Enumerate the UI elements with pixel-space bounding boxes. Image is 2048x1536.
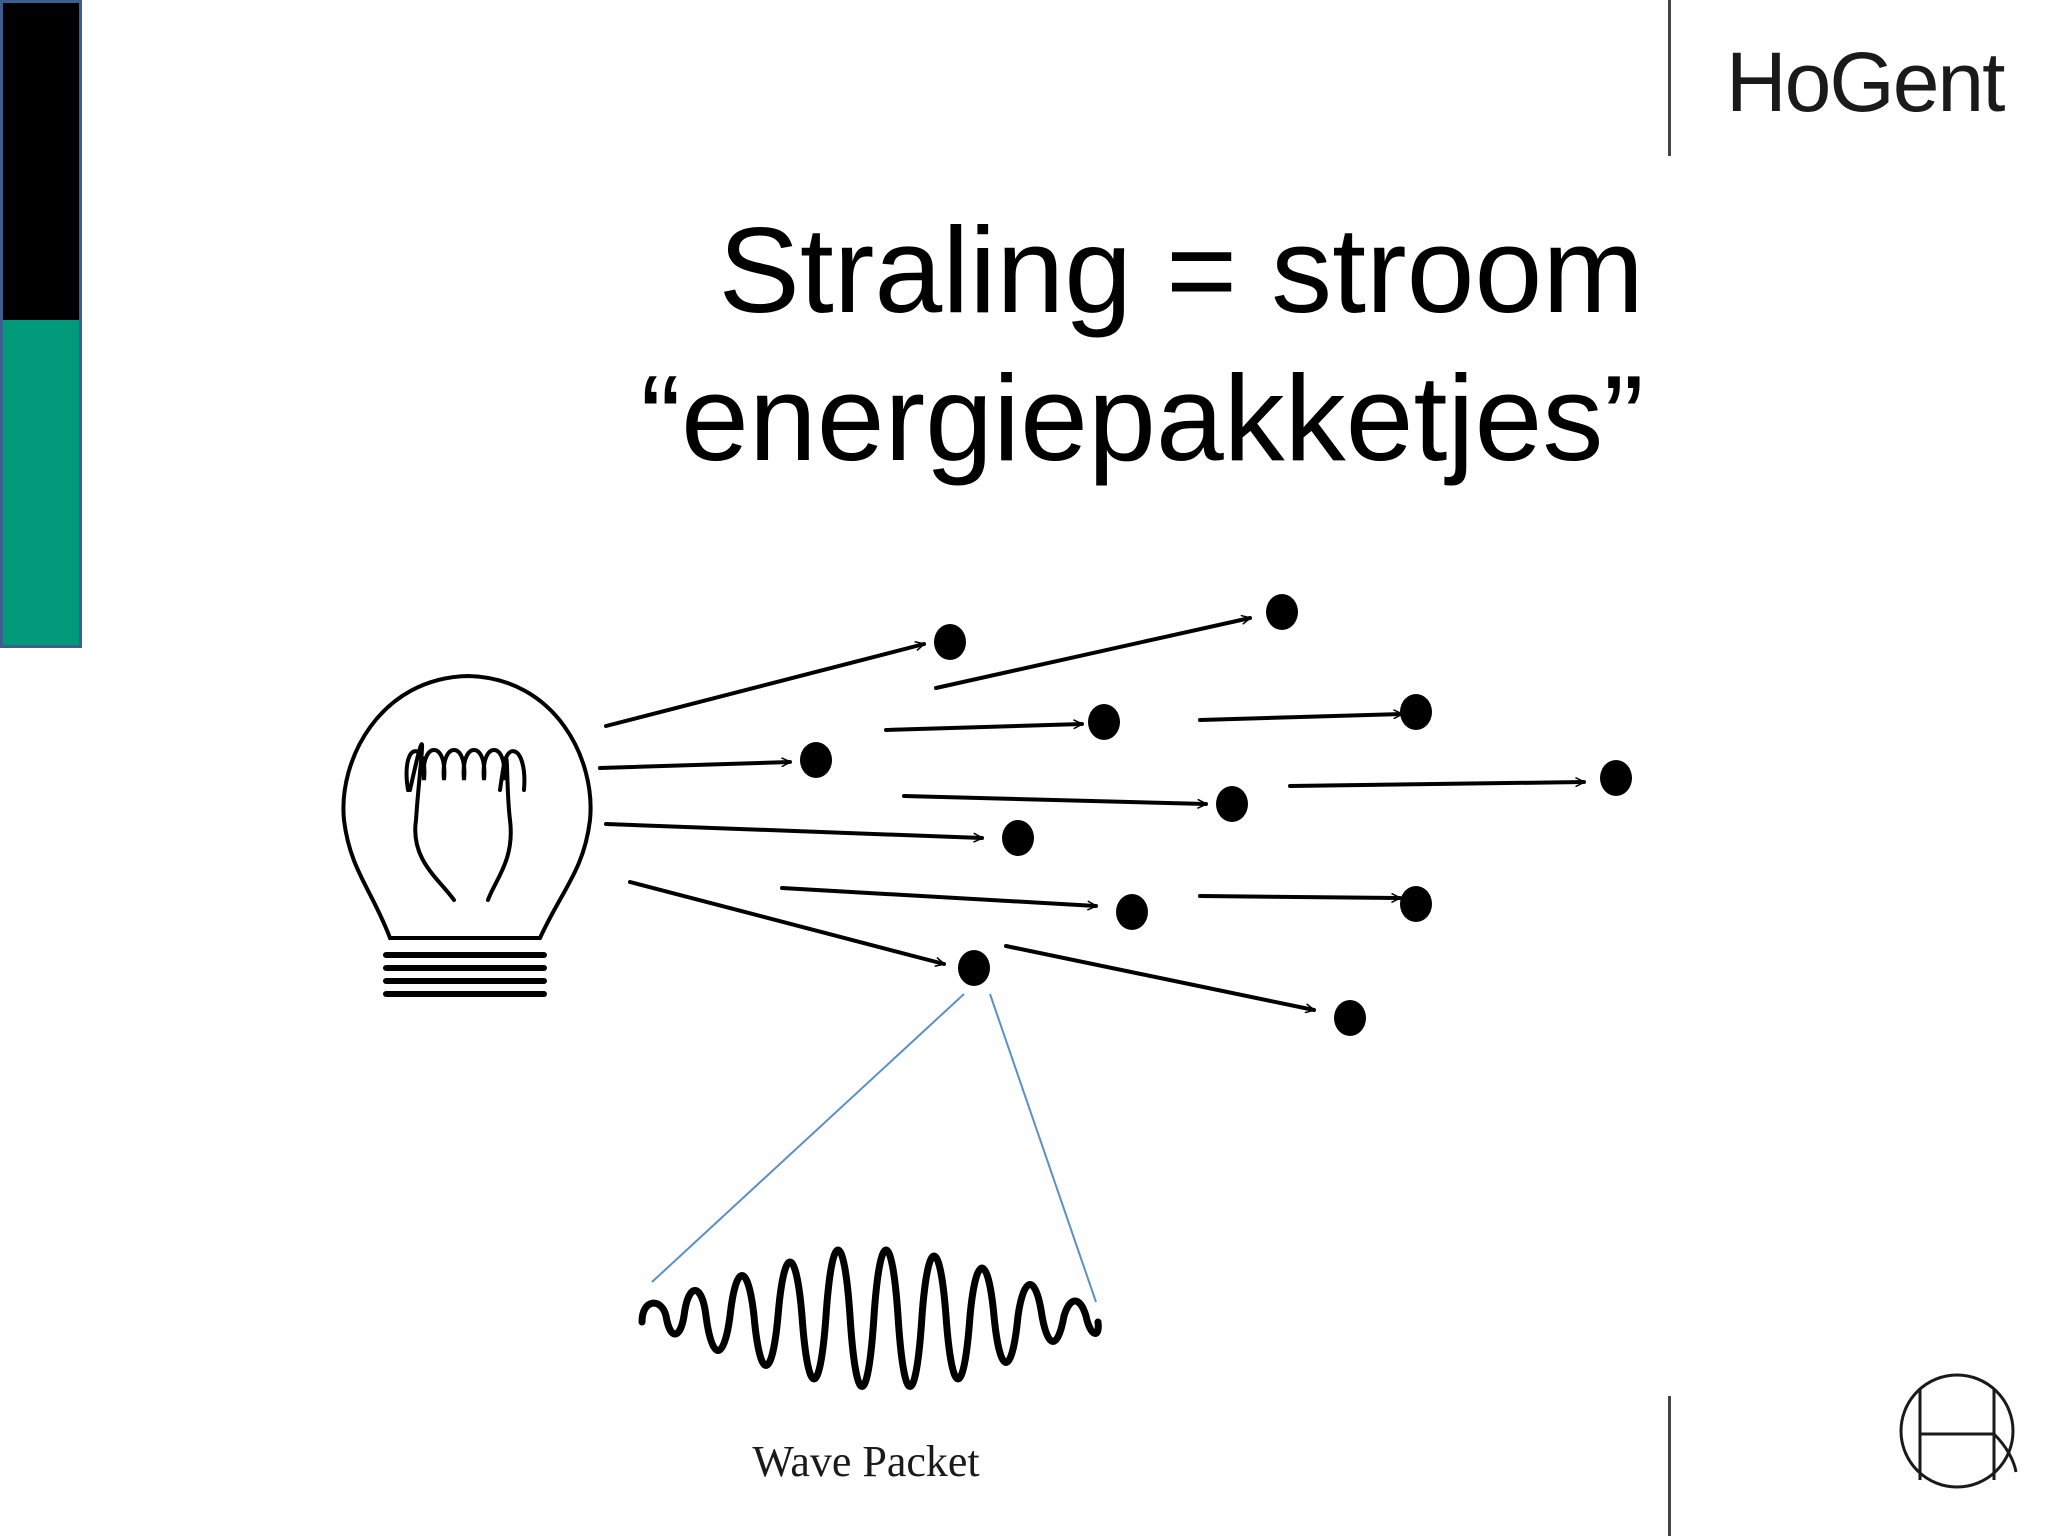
arrow-right-icon (902, 794, 1208, 804)
hogent-monogram-icon (1899, 1373, 2018, 1489)
photon-dot-icon (800, 742, 832, 778)
photon-dot-icon (1088, 704, 1120, 740)
arrow-right-icon (780, 886, 1098, 906)
wave-packet-icon (638, 1246, 1102, 1390)
arrow-right-icon (1288, 782, 1586, 788)
photon-arrows (598, 618, 1586, 1010)
arrow-right-icon (934, 618, 1250, 690)
photon-dot-icon (1400, 694, 1432, 730)
hogent-logo: HoGent (1726, 35, 2005, 129)
arrow-right-icon (598, 762, 792, 770)
arrow-right-icon (1198, 714, 1404, 722)
sidebar-color-block-bottom (0, 320, 82, 648)
photon-dot-icon (1116, 894, 1148, 930)
photon-dot-icon (1334, 1000, 1366, 1036)
photon-dot-icon (1600, 760, 1632, 796)
photon-dot-icon (1216, 786, 1248, 822)
divider-line-bottom (1668, 1396, 1671, 1536)
slide-title-line-1: Straling = stroom (718, 202, 1644, 338)
photon-dot-icon (958, 950, 990, 986)
arrow-right-icon (604, 822, 984, 838)
arrow-right-icon (884, 724, 1084, 732)
arrow-right-icon (604, 644, 924, 728)
light-bulb-icon (341, 673, 593, 997)
arrow-right-icon (1004, 944, 1316, 1010)
slide-title: Straling = stroom “energiepakketjes” (640, 196, 1644, 492)
photon-dot-icon (1002, 820, 1034, 856)
arrow-right-icon (1198, 896, 1402, 898)
wave-packet-callout (651, 993, 1097, 1303)
sidebar-color-block-top (0, 0, 82, 320)
photon-dot-icon (1400, 886, 1432, 922)
slide-title-line-2: “energiepakketjes” (640, 350, 1644, 486)
photon-dot-icon (934, 624, 966, 660)
photon-dot-icon (1266, 594, 1298, 630)
divider-line-top (1668, 0, 1671, 156)
arrow-right-icon (628, 880, 944, 964)
wave-packet-label: Wave Packet (752, 1437, 979, 1486)
photon-dots (800, 594, 1632, 1036)
